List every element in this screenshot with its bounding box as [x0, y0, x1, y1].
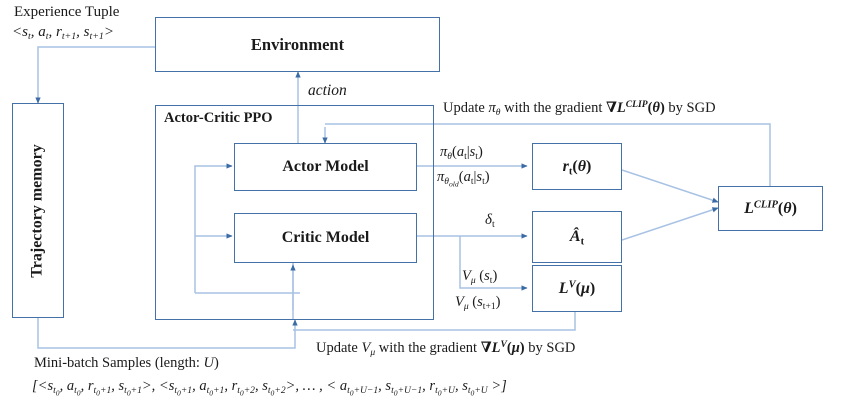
box-lclip-theta[interactable]: LCLIP(θ) — [718, 186, 823, 231]
box-critic-model-label: Critic Model — [281, 229, 370, 246]
box-rt-theta-label: rt(θ) — [562, 157, 592, 177]
box-trajectory-memory[interactable]: Trajectory memory — [12, 103, 64, 318]
v-mu-st-label: Vμ (st) — [462, 268, 498, 287]
box-a-hat-t-label: Ât — [569, 228, 585, 248]
minibatch-value: [<st0, at0, rt0+1, st0+1>, <st0+1, at0+1… — [32, 378, 507, 398]
experience-tuple-value: <st, at, rt+1, st+1> — [12, 24, 114, 43]
update-policy-label: Update πθ with the gradient ∇LCLIP(θ) by… — [443, 99, 716, 119]
wire-env-to-memory — [35, 46, 155, 104]
experience-tuple-label: Experience Tuple — [14, 4, 119, 22]
wire-memory-to-ppo — [37, 318, 298, 349]
action-label: action — [308, 82, 347, 99]
update-value-label: Update Vμ with the gradient ∇LV(μ) by SG… — [316, 339, 576, 359]
box-actor-model-label: Actor Model — [282, 158, 369, 175]
box-actor-model[interactable]: Actor Model — [234, 143, 417, 191]
box-a-hat-t[interactable]: Ât — [532, 211, 622, 263]
pi-theta-label: πθ(at|st) — [440, 144, 483, 163]
wire-ahat-to-lclip — [621, 207, 719, 241]
experience-tuple-title: Experience Tuple — [14, 4, 120, 20]
wire-rt-to-lclip — [621, 169, 719, 203]
box-lv-mu[interactable]: LV(μ) — [532, 265, 622, 312]
minibatch-title: Mini-batch Samples (length: U) — [34, 355, 219, 371]
box-lv-mu-label: LV(μ) — [558, 279, 596, 297]
pi-theta-old-label: πθold(at|st) — [437, 169, 490, 189]
v-mu-st1-label: Vμ (st+1) — [455, 294, 501, 313]
box-trajectory-memory-label: Trajectory memory — [29, 143, 46, 278]
box-ppo-container-label: Actor-Critic PPO — [162, 110, 275, 127]
box-environment[interactable]: Environment — [155, 17, 440, 72]
box-lclip-theta-label: LCLIP(θ) — [744, 199, 797, 217]
box-ppo-container[interactable]: Actor-Critic PPO — [155, 105, 434, 320]
box-critic-model[interactable]: Critic Model — [234, 213, 417, 263]
delta-t-label: δt — [485, 212, 495, 231]
box-environment-label: Environment — [250, 34, 345, 54]
box-rt-theta[interactable]: rt(θ) — [532, 143, 622, 190]
